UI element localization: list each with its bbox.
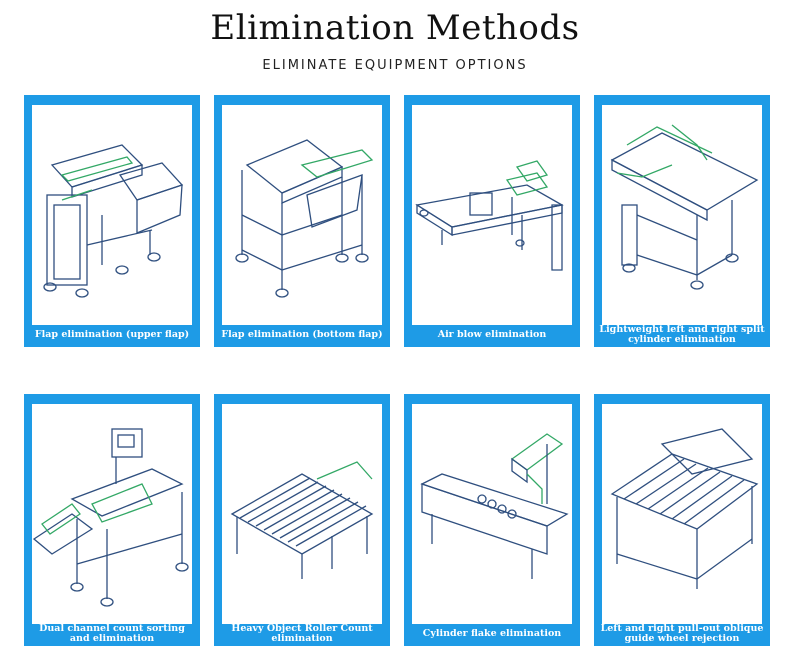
card-caption: Air blow elimination	[437, 329, 547, 340]
card-guide-wheel: Left and right pull-out oblique guide wh…	[594, 394, 770, 646]
card-image	[222, 404, 382, 624]
card-caption: Flap elimination (upper flap)	[34, 329, 190, 340]
dual-channel-machine-icon	[32, 428, 189, 607]
air-blow-machine-icon	[415, 160, 564, 271]
card-roller-count: Heavy Object Roller Count elimination	[214, 394, 390, 646]
cylinder-flake-machine-icon	[420, 433, 569, 579]
card-caption: Left and right pull-out oblique guide wh…	[600, 623, 764, 644]
flap-bottom-machine-icon	[235, 139, 374, 298]
card-air-blow: Air blow elimination	[404, 95, 580, 347]
card-caption: Heavy Object Roller Count elimination	[231, 623, 373, 644]
page-title: Elimination Methods	[210, 8, 580, 48]
card-image	[32, 404, 192, 624]
card-image	[602, 105, 762, 325]
card-flap-bottom: Flap elimination (bottom flap)	[214, 95, 390, 347]
card-caption: Lightweight left and right split cylinde…	[599, 324, 765, 345]
guide-wheel-machine-icon	[610, 428, 759, 589]
roller-count-machine-icon	[230, 461, 374, 579]
card-cylinder-flake: Cylinder flake elimination	[404, 394, 580, 646]
card-caption: Dual channel count sorting and eliminati…	[39, 623, 185, 644]
card-image	[222, 105, 382, 325]
card-image	[412, 105, 572, 325]
card-dual-channel: Dual channel count sorting and eliminati…	[24, 394, 200, 646]
page-subtitle: ELIMINATE EQUIPMENT OPTIONS	[262, 58, 528, 73]
card-split-cylinder: Lightweight left and right split cylinde…	[594, 95, 770, 347]
flap-upper-machine-icon	[43, 144, 184, 298]
card-flap-upper: Flap elimination (upper flap)	[24, 95, 200, 347]
card-caption: Cylinder flake elimination	[422, 628, 562, 639]
card-caption: Flap elimination (bottom flap)	[221, 329, 383, 340]
card-image	[412, 404, 572, 624]
card-image	[32, 105, 192, 325]
split-cylinder-machine-icon	[610, 124, 759, 290]
card-image	[602, 404, 762, 624]
